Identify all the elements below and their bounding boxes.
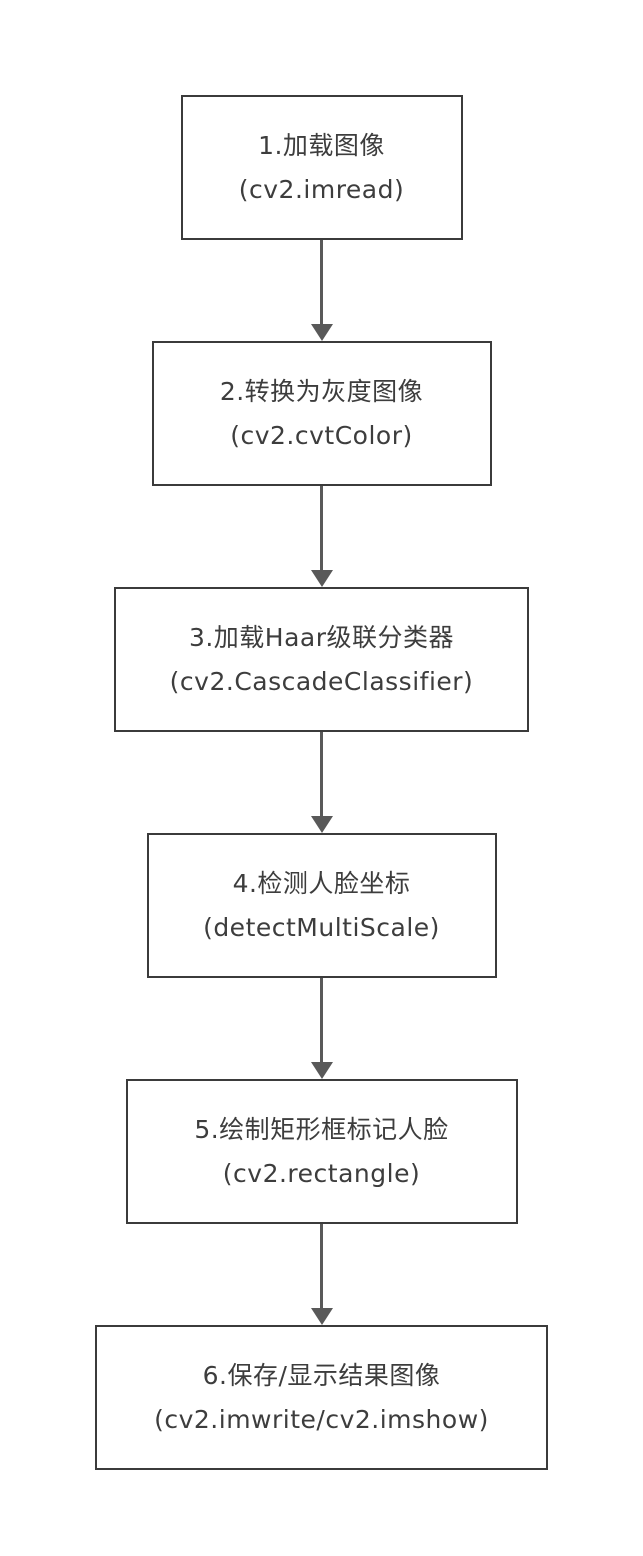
arrow-line [320,240,323,324]
arrow-line [320,732,323,816]
flowchart: 1.加载图像 (cv2.imread) 2.转换为灰度图像 (cv2.cvtCo… [95,95,548,1470]
arrow-head [310,816,333,833]
flow-node-load-cascade: 3.加载Haar级联分类器 (cv2.CascadeClassifier) [114,587,529,732]
arrow-head [310,570,333,587]
arrow-line [320,978,323,1062]
arrow-line [320,486,323,570]
node-label: 5.绘制矩形框标记人脸 [194,1114,449,1144]
node-label: 2.转换为灰度图像 [219,376,424,406]
flow-node-convert-gray: 2.转换为灰度图像 (cv2.cvtColor) [151,341,492,486]
node-label: 4.检测人脸坐标 [232,868,411,898]
arrow-head [310,324,333,341]
arrow-down-icon [310,240,333,341]
node-code: (cv2.CascadeClassifier) [169,666,474,696]
node-code: (cv2.imread) [238,174,405,204]
node-code: (cv2.imwrite/cv2.imshow) [154,1404,489,1434]
node-label: 1.加载图像 [258,130,385,160]
flow-node-load-image: 1.加载图像 (cv2.imread) [180,95,463,240]
node-label: 3.加载Haar级联分类器 [188,622,455,652]
node-code: (cv2.rectangle) [222,1158,421,1188]
node-label: 6.保存/显示结果图像 [202,1360,441,1390]
arrow-down-icon [310,732,333,833]
arrow-line [320,1224,323,1308]
node-code: (cv2.cvtColor) [230,420,413,450]
arrow-down-icon [310,1224,333,1325]
arrow-head [310,1062,333,1079]
arrow-down-icon [310,486,333,587]
arrow-down-icon [310,978,333,1079]
flow-node-draw-rectangles: 5.绘制矩形框标记人脸 (cv2.rectangle) [125,1079,518,1224]
node-code: (detectMultiScale) [203,912,440,942]
flow-node-detect-faces: 4.检测人脸坐标 (detectMultiScale) [146,833,497,978]
flow-node-save-show-result: 6.保存/显示结果图像 (cv2.imwrite/cv2.imshow) [95,1325,548,1470]
arrow-head [310,1308,333,1325]
